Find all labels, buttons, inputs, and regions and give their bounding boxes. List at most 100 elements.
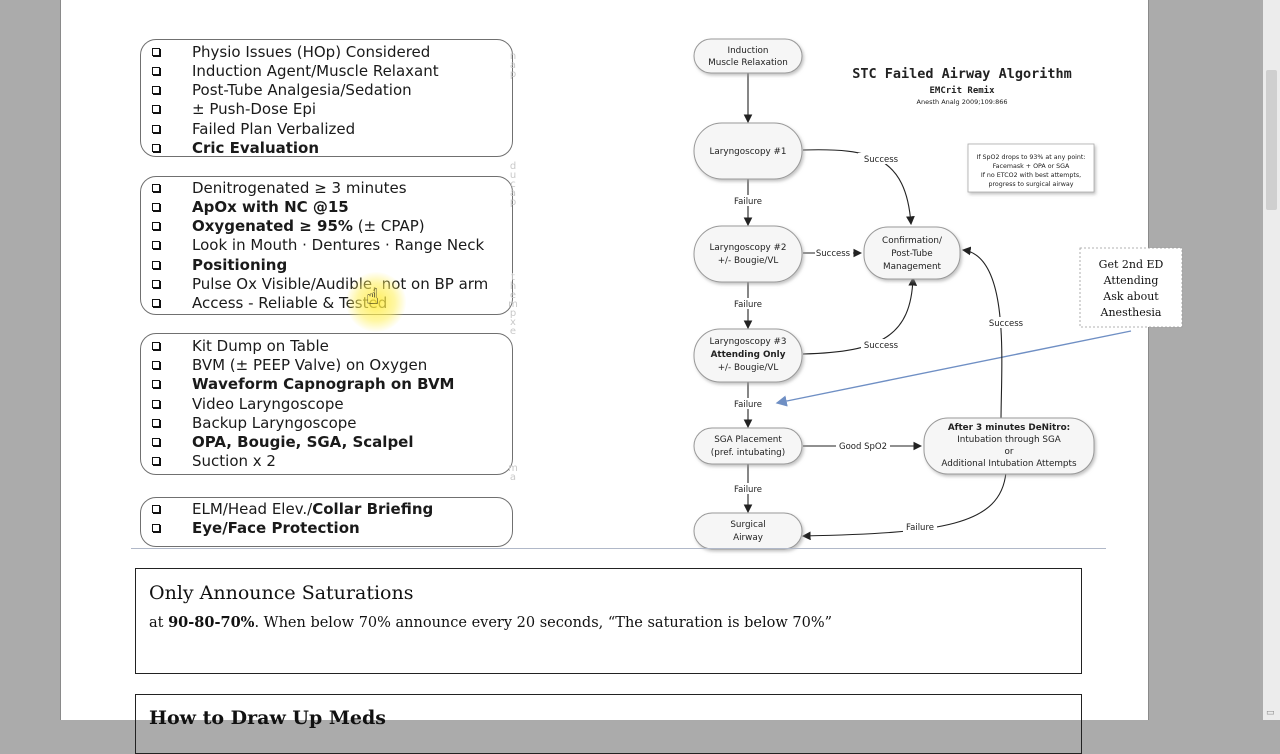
note-heading: Only Announce Saturations [149, 582, 414, 604]
note-line: If SpO2 drops to 93% at any point: [976, 154, 1085, 161]
edge [801, 471, 1007, 541]
checkbox-icon [152, 342, 160, 350]
node-text: Laryngoscopy #2 [709, 243, 786, 253]
edge-label-failure: Failure [734, 485, 762, 495]
checklist-item-label: Induction Agent/Muscle Relaxant [192, 62, 439, 81]
note-text-pre: at [149, 615, 169, 631]
item-text: ELM/Head Elev./ [192, 500, 313, 518]
item-text: Look in Mouth · Dentures · Range Neck [192, 236, 485, 254]
node-text: Additional Intubation Attempts [941, 459, 1077, 469]
checkbox-icon [152, 86, 160, 94]
item-text: Failed Plan Verbalized [192, 120, 356, 138]
edge-label-success: Success [816, 249, 851, 259]
node-text: +/- Bougie/VL [718, 256, 779, 266]
edge-label-success: Success [864, 155, 899, 165]
node-confirmation [863, 226, 961, 280]
diagram-citation: Anesth Analg 2009;109:866 [917, 98, 1008, 106]
scrollbar-thumb[interactable] [1266, 70, 1277, 210]
item-text: Access - Reliable & Tested [192, 294, 388, 312]
item-text: Backup Laryngoscope [192, 414, 357, 432]
callout-line: Attending [1103, 274, 1159, 287]
node-text: Airway [733, 533, 763, 543]
checklist-item-label: Failed Plan Verbalized [192, 120, 355, 139]
item-text-bold: OPA, Bougie, SGA, Scalpel [192, 433, 414, 451]
checklist-item-label: Suction x 2 [192, 452, 276, 471]
checklist-item-label: Pulse Ox Visible/Audible, not on BP arm [192, 275, 488, 294]
edge [961, 246, 1003, 422]
checkbox-icon [152, 438, 160, 446]
item-text: Suction x 2 [192, 452, 276, 470]
checkbox-icon [152, 203, 160, 211]
item-text-bold: ApOx with NC @15 [192, 198, 349, 216]
checklist-item-label: ApOx with NC @15 [192, 198, 349, 217]
checklist-item-label: Look in Mouth · Dentures · Range Neck [192, 236, 484, 255]
checklist-box-meds [140, 39, 513, 157]
spo2-note [967, 143, 1095, 193]
item-text: Denitrogenated ≥ 3 minutes [192, 179, 407, 197]
checklist-item-label: OPA, Bougie, SGA, Scalpel [192, 433, 414, 452]
checklist-item-label: Video Laryngoscope [192, 395, 344, 414]
checkbox-icon [152, 505, 160, 513]
callout-arrow [775, 330, 1132, 407]
checkbox-icon [152, 222, 160, 230]
hand-cursor-icon: ☝ [366, 285, 380, 310]
meds-note-box: How to Draw Up Meds [135, 694, 1082, 754]
checklist-item-label: Eye/Face Protection [192, 519, 360, 538]
resize-grip-icon: ▭ [1266, 708, 1275, 718]
item-text: Pulse Ox Visible/Audible, not on BP arm [192, 275, 489, 293]
item-text-bold: Oxygenated ≥ 95% [192, 217, 353, 235]
note-heading: How to Draw Up Meds [149, 707, 386, 729]
edge-label-good-spo2: Good SpO2 [839, 442, 887, 452]
node-sga-placement [693, 427, 803, 465]
node-text: Intubation through SGA [957, 435, 1061, 445]
note-line: If no ETCO2 with best attempts, [981, 172, 1081, 179]
item-text-bold: Positioning [192, 256, 288, 274]
vertical-scrollbar[interactable]: ▭ [1263, 0, 1280, 720]
node-text: Confirmation/ [882, 236, 942, 246]
checkbox-icon [152, 184, 160, 192]
edge-label-failure: Failure [734, 300, 762, 310]
checkbox-icon [152, 361, 160, 369]
diagram-title: STC Failed Airway Algorithm [852, 66, 1071, 82]
node-laryngoscopy-1 [693, 122, 803, 180]
note-body: at 90-80-70%. When below 70% announce ev… [149, 614, 832, 631]
note-line: progress to surgical airway [988, 181, 1073, 188]
checklist-item-label: ELM/Head Elev./Collar Briefing [192, 500, 433, 519]
callout-line: Ask about [1102, 290, 1159, 303]
item-text: BVM (± PEEP Valve) on Oxygen [192, 356, 428, 374]
checklist-item-label: Access - Reliable & Tested [192, 294, 387, 313]
node-induction [693, 38, 803, 74]
checklist-item-label: Post-Tube Analgesia/Sedation [192, 81, 412, 100]
edge [802, 276, 918, 355]
item-text: Video Laryngoscope [192, 395, 344, 413]
checkbox-icon [152, 280, 160, 288]
note-line: Facemask + OPA or SGA [993, 163, 1070, 170]
node-text: Management [883, 262, 941, 272]
node-text: or [1005, 447, 1014, 457]
node-denitro [923, 417, 1095, 475]
checkbox-icon [152, 380, 160, 388]
attending-callout [1079, 247, 1183, 328]
node-text: Laryngoscopy #3 [709, 337, 786, 347]
node-text: SGA Placement [714, 435, 782, 445]
checkbox-icon [152, 524, 160, 532]
failed-airway-diagram: STC Failed Airway Algorithm EMCrit Remix… [693, 38, 1183, 550]
checklist-box-team [140, 497, 513, 547]
checklist-item-label: BVM (± PEEP Valve) on Oxygen [192, 356, 427, 375]
node-text: Induction [727, 46, 768, 56]
edge-label-success: Success [864, 341, 899, 351]
node-laryngoscopy-2 [693, 225, 803, 283]
item-text: Induction Agent/Muscle Relaxant [192, 62, 439, 80]
checklist-item-label: Physio Issues (HOp) Considered [192, 43, 430, 62]
checkbox-icon [152, 105, 160, 113]
checkbox-icon [152, 144, 160, 152]
checklist-item-label: Cric Evaluation [192, 139, 319, 158]
checklist-item-label: Denitrogenated ≥ 3 minutes [192, 179, 407, 198]
checkbox-icon [152, 457, 160, 465]
node-laryngoscopy-3 [693, 328, 803, 383]
